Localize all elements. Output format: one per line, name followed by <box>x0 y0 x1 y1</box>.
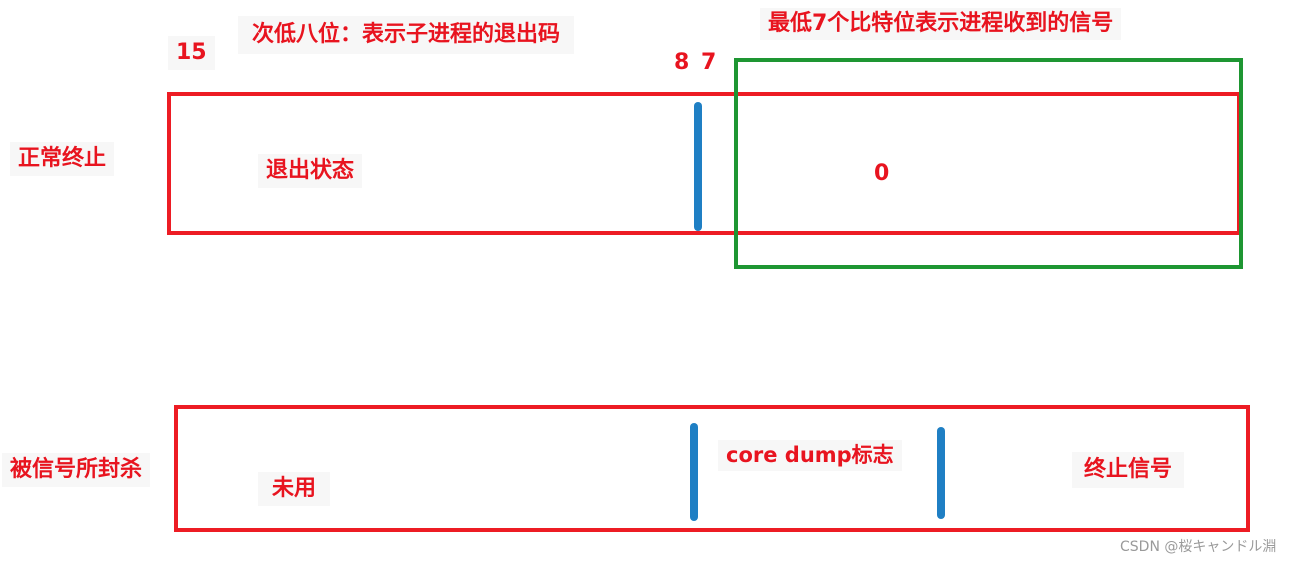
bit-7-label: 7 <box>701 50 717 75</box>
termination-signal-label: 终止信号 <box>1072 452 1185 488</box>
low-seven-bits-box <box>734 58 1243 269</box>
killed-by-signal-label: 被信号所封杀 <box>2 453 151 487</box>
low-bits-caption: 最低7个比特位表示进程收到的信号 <box>760 8 1122 40</box>
signal-termination-word-box <box>174 405 1250 532</box>
exit-status-label: 退出状态 <box>258 154 363 188</box>
bit-15-label: 15 <box>168 36 215 70</box>
bit-8-label: 8 <box>674 50 690 75</box>
signal-zero-value: 0 <box>874 161 890 186</box>
high-byte-caption: 次低八位：表示子进程的退出码 <box>238 16 575 54</box>
core-dump-flag-label: core dump标志 <box>718 440 902 471</box>
core-dump-left-divider <box>690 423 698 521</box>
unused-label: 未用 <box>258 472 331 506</box>
bit-8-7-divider <box>694 102 702 231</box>
normal-termination-label: 正常终止 <box>10 142 115 176</box>
csdn-watermark: CSDN @桜キャンドル淵 <box>1120 539 1277 555</box>
core-dump-right-divider <box>937 427 945 519</box>
